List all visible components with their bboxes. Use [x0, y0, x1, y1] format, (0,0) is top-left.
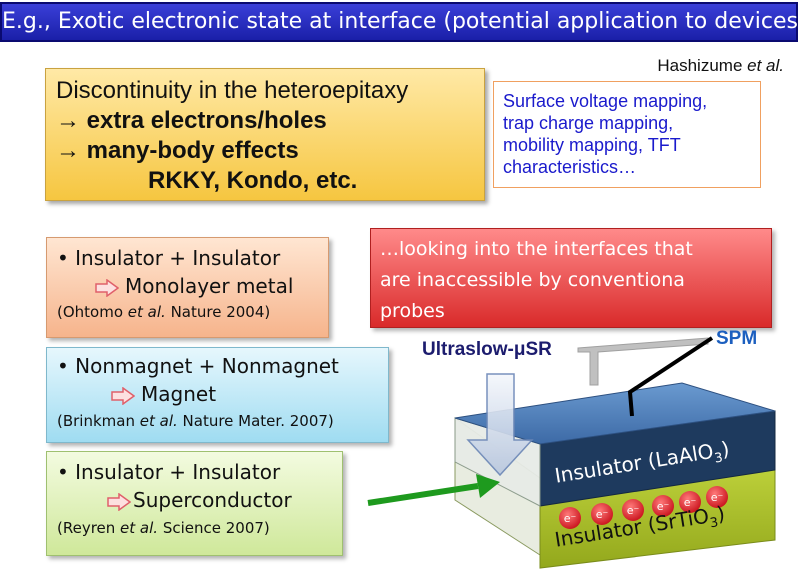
example-1-result-row: Monolayer metal — [57, 272, 328, 300]
red-box-line-1: …looking into the interfaces that — [380, 238, 693, 260]
insulator-srtio3-label: Insulator (SrTiO3) — [553, 501, 727, 552]
srtio3-left-face — [454, 417, 541, 556]
example-1-result: Monolayer metal — [125, 274, 294, 298]
credit-etal: et al. — [747, 56, 784, 75]
example-2-result: Magnet — [141, 382, 217, 406]
ultraslow-musr-label: Ultraslow-μSR — [422, 339, 552, 360]
example-1-reference: (Ohtomo et al. Nature 2004) — [57, 303, 271, 321]
example-1-main: • Insulator + Insulator — [57, 246, 281, 270]
discontinuity-line-2: → extra electrons/holes — [56, 107, 327, 134]
red-box-line-2: are inaccessible by conventiona — [380, 269, 685, 291]
pink-arrow-icon — [111, 386, 135, 405]
example-2-reference: (Brinkman et al. Nature Mater. 2007) — [57, 412, 334, 430]
example-3-result-row: Superconductor — [57, 486, 342, 514]
spm-capabilities-box: Surface voltage mapping, trap charge map… — [493, 81, 761, 188]
example-2-result-row: Magnet — [57, 380, 388, 408]
laalo3-left-face — [454, 417, 541, 507]
red-box-line-3: probes — [380, 300, 445, 322]
green-arrow-head — [476, 474, 500, 498]
page-title: E.g., Exotic electronic state at interfa… — [2, 9, 798, 34]
example-box-monolayer-metal: • Insulator + Insulator Monolayer metal … — [46, 237, 329, 338]
example-box-superconductor: • Insulator + Insulator Superconductor (… — [46, 451, 343, 556]
spm-line-1: Surface voltage mapping, — [503, 91, 708, 111]
spm-cantilever — [577, 337, 709, 386]
electron-label: e⁻ — [564, 512, 577, 525]
spm-tip — [627, 336, 714, 417]
usr-arrow — [466, 373, 534, 477]
interface-probe-box: …looking into the interfaces that are in… — [370, 228, 772, 328]
spm-label: SPM — [716, 328, 758, 349]
discontinuity-line-4: RKKY, Kondo, etc. — [148, 167, 358, 194]
author-credit: Hashizume et al. — [657, 56, 784, 76]
spm-line-2: trap charge mapping, — [503, 113, 674, 133]
credit-name: Hashizume — [657, 56, 743, 75]
example-box-magnet: • Nonmagnet + Nonmagnet Magnet (Brinkman… — [46, 347, 389, 443]
top-surface — [454, 382, 776, 445]
example-3-reference: (Reyren et al. Science 2007) — [57, 519, 270, 537]
title-bar: E.g., Exotic electronic state at interfa… — [0, 2, 798, 42]
discontinuity-line-3: → many-body effects — [56, 137, 299, 164]
example-3-result: Superconductor — [133, 488, 292, 512]
spm-line-3: mobility mapping, TFT — [503, 135, 681, 155]
example-2-main: • Nonmagnet + Nonmagnet — [57, 354, 339, 378]
discontinuity-box: Discontinuity in the heteroepitaxy → ext… — [45, 68, 485, 201]
discontinuity-line-1: Discontinuity in the heteroepitaxy — [56, 77, 409, 104]
example-3-main: • Insulator + Insulator — [57, 460, 281, 484]
green-arrow-shaft — [367, 483, 479, 506]
insulator-laalo3-label: Insulator (LaAlO3) — [553, 436, 732, 488]
pink-arrow-icon — [107, 492, 131, 511]
spm-line-4: characteristics… — [503, 157, 637, 177]
pink-arrow-icon — [95, 278, 119, 297]
